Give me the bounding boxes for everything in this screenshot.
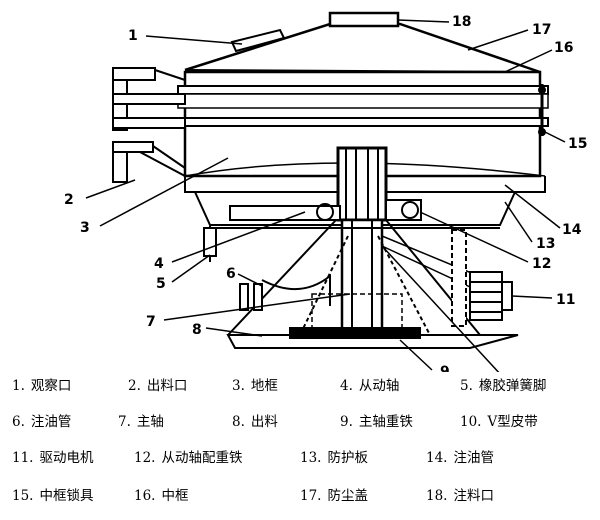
legend-item: 4.从动轴 — [340, 378, 400, 394]
callout-8: 8 — [192, 322, 202, 338]
legend-row: 6.注油管 7.主轴 8.出料 9.主轴重铁 10.V型皮带 — [0, 410, 600, 434]
callout-2: 2 — [64, 192, 74, 208]
callout-15: 15 — [568, 136, 587, 152]
callout-1: 1 — [128, 28, 138, 44]
callout-14: 14 — [562, 222, 582, 238]
feed-inlet — [328, 11, 400, 28]
callout-4: 4 — [154, 256, 164, 272]
legend-row: 15.中框锁具 16.中框 17.防尘盖 18.注料口 — [0, 484, 600, 508]
leader-lines — [85, 19, 566, 372]
callout-17: 17 — [532, 22, 551, 38]
oil-pipe — [261, 273, 331, 306]
outlet-chutes — [112, 67, 186, 183]
main-shaft — [336, 146, 388, 337]
legend-row: 11.驱动电机 12.从动轴配重铁 13.防护板 14.注油管 — [0, 446, 600, 470]
machine-drawing — [112, 11, 549, 349]
callout-11: 11 — [556, 292, 575, 308]
callout-3: 3 — [80, 220, 90, 236]
parts-legend: 1.观察口 2.出料口 3.地框 4.从动轴 5.橡胶弹簧脚 6.注油管 7.主… — [0, 372, 600, 520]
callout-13: 13 — [536, 236, 555, 252]
callout-labels: 1 2 3 4 5 6 7 8 9 10 11 12 13 14 15 16 1… — [64, 14, 587, 372]
callout-6: 6 — [226, 266, 236, 282]
rubber-spring-foot — [203, 226, 217, 262]
legend-item: 2.出料口 — [128, 378, 188, 394]
machine-diagram: 1 2 3 4 5 6 7 8 9 10 11 12 13 14 15 16 1… — [64, 11, 587, 372]
legend-item: 6.注油管 — [12, 414, 72, 430]
observation-port — [230, 28, 286, 53]
callout-9: 9 — [440, 364, 450, 372]
legend-item: 9.主轴重铁 — [340, 414, 413, 430]
callout-7: 7 — [146, 314, 156, 330]
callout-18: 18 — [452, 14, 471, 30]
legend-item: 15.中框锁具 — [12, 488, 94, 504]
legend-item: 8.出料 — [232, 414, 278, 430]
legend-item: 16.中框 — [134, 488, 189, 504]
legend-item: 12.从动轴配重铁 — [134, 450, 243, 466]
legend-item: 18.注料口 — [426, 488, 494, 504]
legend-item: 14.注油管 — [426, 450, 494, 466]
legend-item: 1.观察口 — [12, 378, 72, 394]
legend-item: 5.橡胶弹簧脚 — [460, 378, 547, 394]
callout-16: 16 — [554, 40, 573, 56]
legend-item: 7.主轴 — [118, 414, 164, 430]
main-counterweight — [289, 327, 421, 339]
legend-item: 13.防护板 — [300, 450, 368, 466]
legend-item: 11.驱动电机 — [12, 450, 94, 466]
callout-12: 12 — [532, 256, 551, 272]
counterweight-post — [451, 229, 467, 327]
callout-5: 5 — [156, 276, 166, 292]
legend-row: 1.观察口 2.出料口 3.地框 4.从动轴 5.橡胶弹簧脚 — [0, 374, 600, 398]
legend-item: 17.防尘盖 — [300, 488, 368, 504]
legend-item: 3.地框 — [232, 378, 278, 394]
drive-motor — [469, 271, 513, 321]
driven-shaft — [210, 199, 500, 229]
legend-item: 10.V型皮带 — [460, 414, 538, 430]
